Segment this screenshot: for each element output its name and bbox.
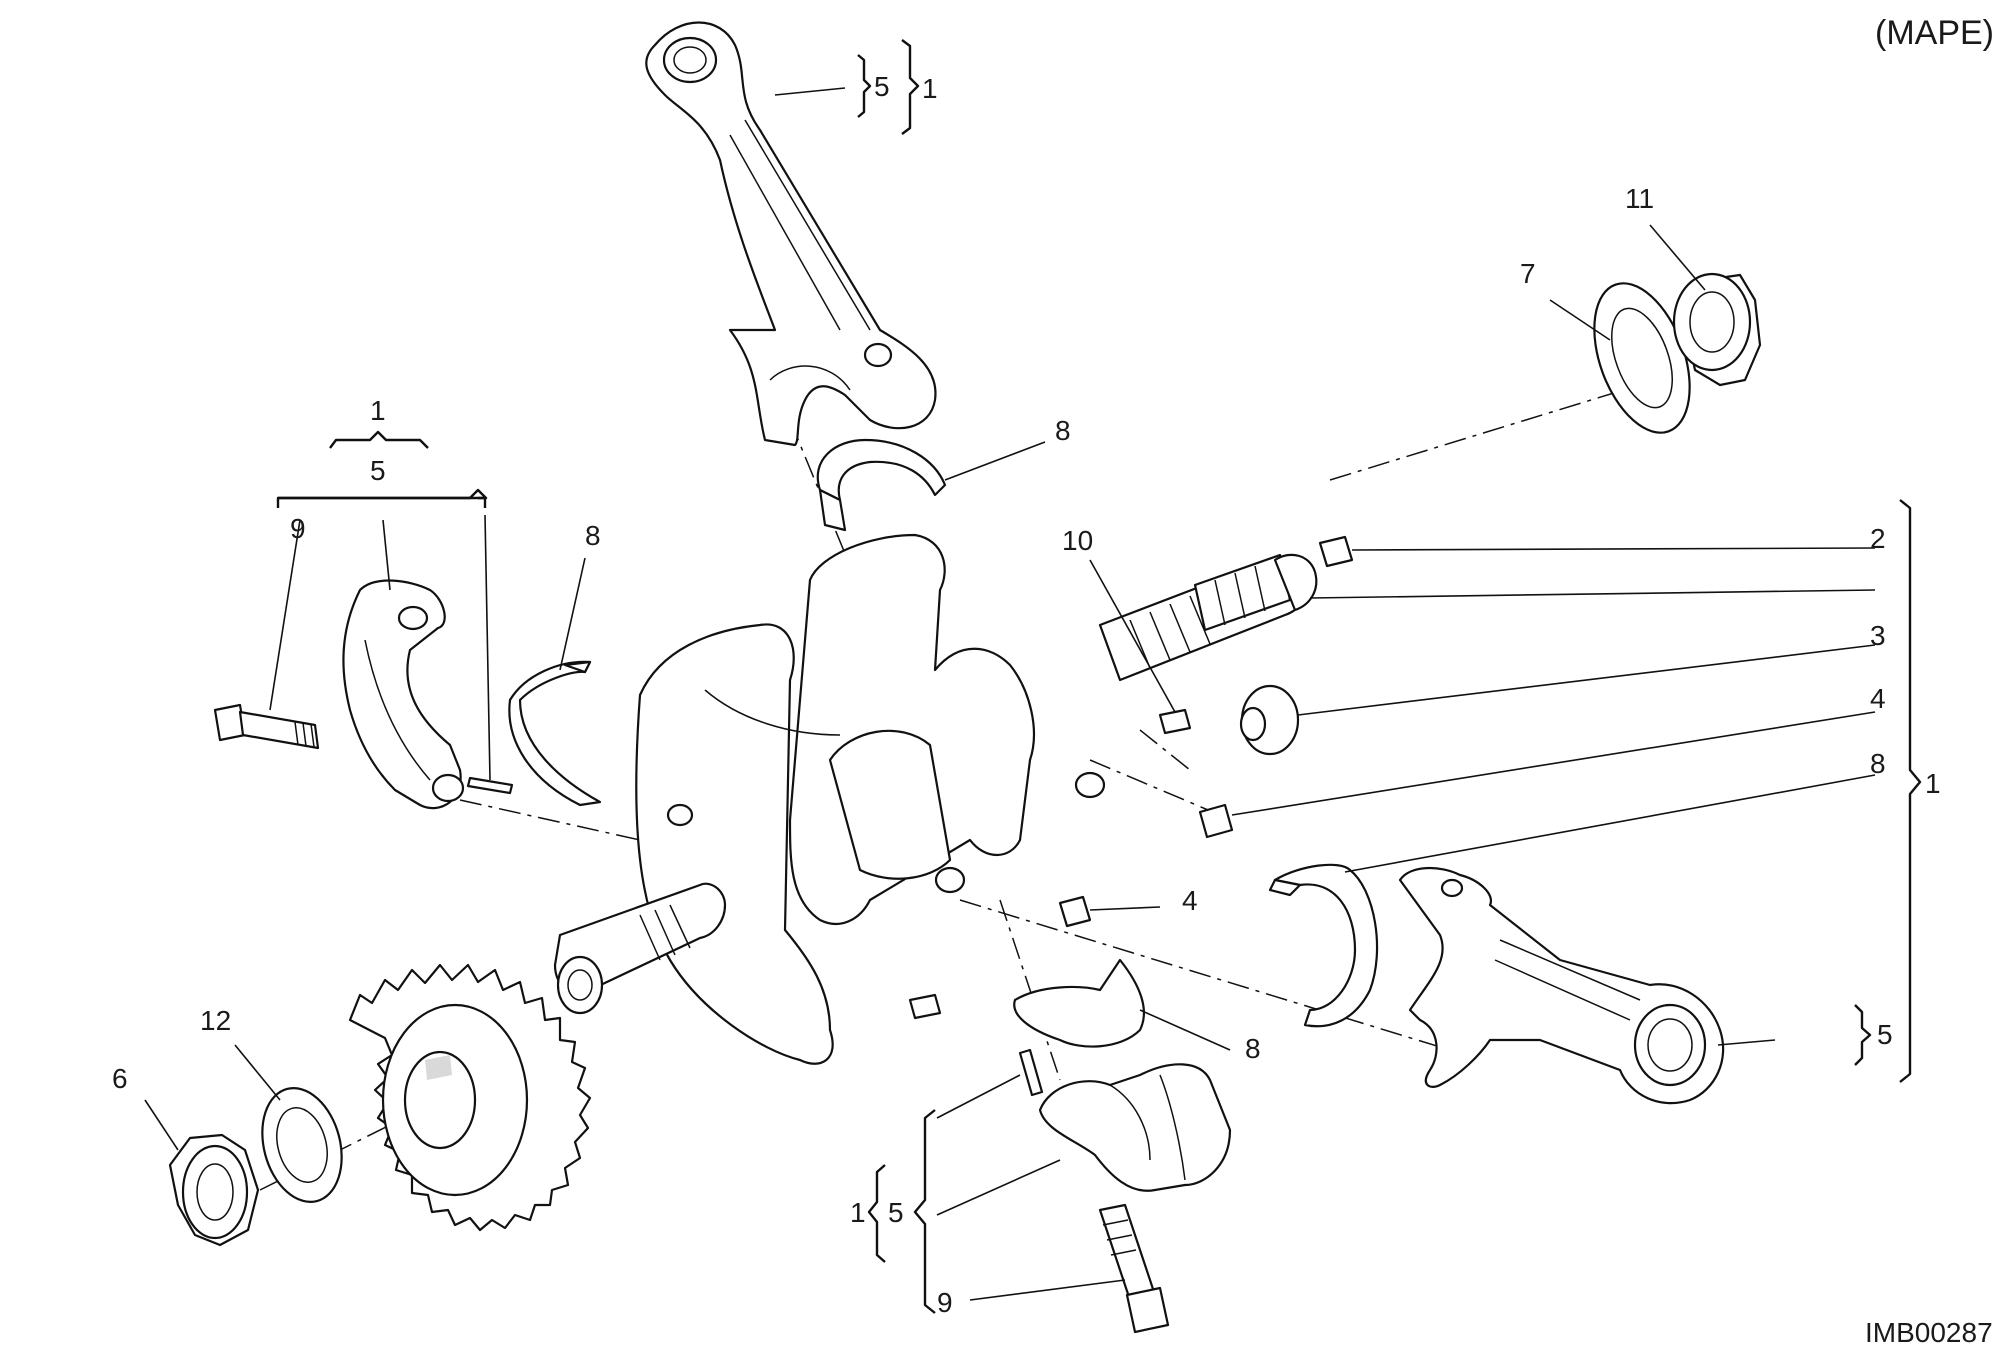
washer-front bbox=[261, 1087, 343, 1203]
rod-cap-left bbox=[342, 579, 465, 810]
brace-left-1 bbox=[329, 430, 429, 449]
callout-braces bbox=[276, 39, 1922, 1314]
callout-1-right: 1 bbox=[1925, 768, 1941, 799]
callout-8-right: 8 bbox=[1870, 748, 1886, 779]
dowel-pin-left bbox=[466, 776, 514, 795]
rod-bolt-left bbox=[213, 703, 320, 750]
callout-left-5: 5 bbox=[370, 455, 386, 486]
callout-10: 10 bbox=[1062, 525, 1093, 556]
woodruff-key-front bbox=[908, 993, 942, 1020]
callout-top-1: 1 bbox=[922, 73, 938, 104]
brace-top-5 bbox=[857, 54, 872, 118]
bearing-shell-bottom bbox=[1013, 958, 1145, 1048]
bearing-shell-right bbox=[1268, 863, 1379, 1028]
brace-bottom-1 bbox=[867, 1164, 886, 1263]
grub-screw-mid bbox=[1058, 895, 1092, 928]
callout-4-right: 4 bbox=[1870, 683, 1886, 714]
connecting-rod-top bbox=[645, 21, 937, 447]
callout-9-bottom: 9 bbox=[937, 1287, 953, 1318]
callout-8-bottom: 8 bbox=[1245, 1033, 1261, 1064]
oil-plug bbox=[1318, 535, 1354, 568]
nut-rear bbox=[1672, 272, 1762, 387]
brace-right-5 bbox=[1854, 1004, 1872, 1066]
callout-5-right: 5 bbox=[1877, 1019, 1893, 1050]
callout-6: 6 bbox=[112, 1063, 128, 1094]
brace-right-1 bbox=[1899, 499, 1922, 1083]
callout-12: 12 bbox=[200, 1005, 231, 1036]
nut-front bbox=[168, 1133, 260, 1247]
callout-left-8: 8 bbox=[585, 520, 601, 551]
callout-4-mid: 4 bbox=[1182, 885, 1198, 916]
leader-lines bbox=[144, 87, 1876, 1301]
bearing-shell-top bbox=[816, 438, 947, 532]
crankshaft bbox=[553, 533, 1318, 1065]
callout-1-bottom: 1 bbox=[850, 1197, 866, 1228]
woodruff-key-rear bbox=[1158, 708, 1192, 735]
callout-2: 2 bbox=[1870, 523, 1886, 554]
variant-label: (MAPE) bbox=[1875, 14, 1994, 52]
callout-top-8: 8 bbox=[1055, 415, 1071, 446]
callout-left-1: 1 bbox=[370, 395, 386, 426]
callout-top-5: 5 bbox=[874, 71, 890, 102]
callout-3: 3 bbox=[1870, 620, 1886, 651]
plug-cap bbox=[1239, 684, 1300, 756]
rod-cap-bottom bbox=[1038, 1063, 1232, 1192]
brace-bottom-5 bbox=[913, 1109, 936, 1314]
callout-left-9: 9 bbox=[290, 513, 306, 544]
callout-7: 7 bbox=[1520, 258, 1536, 289]
dowel-pin-bottom bbox=[1018, 1048, 1044, 1097]
callout-labels: (MAPE) IMB00287 5 1 1 5 9 8 8 10 7 11 2 … bbox=[112, 14, 1994, 1347]
callout-5-bottom: 5 bbox=[888, 1197, 904, 1228]
bearing-shell-left bbox=[508, 660, 602, 807]
brace-top-1 bbox=[901, 39, 920, 135]
connecting-rod-right bbox=[1398, 866, 1725, 1105]
grub-screw-right bbox=[1198, 803, 1234, 839]
callout-11: 11 bbox=[1625, 183, 1654, 214]
timing-gear bbox=[348, 963, 592, 1232]
rod-bolt-bottom bbox=[1098, 1203, 1170, 1334]
drawing-code: IMB00287 bbox=[1865, 1317, 1993, 1347]
